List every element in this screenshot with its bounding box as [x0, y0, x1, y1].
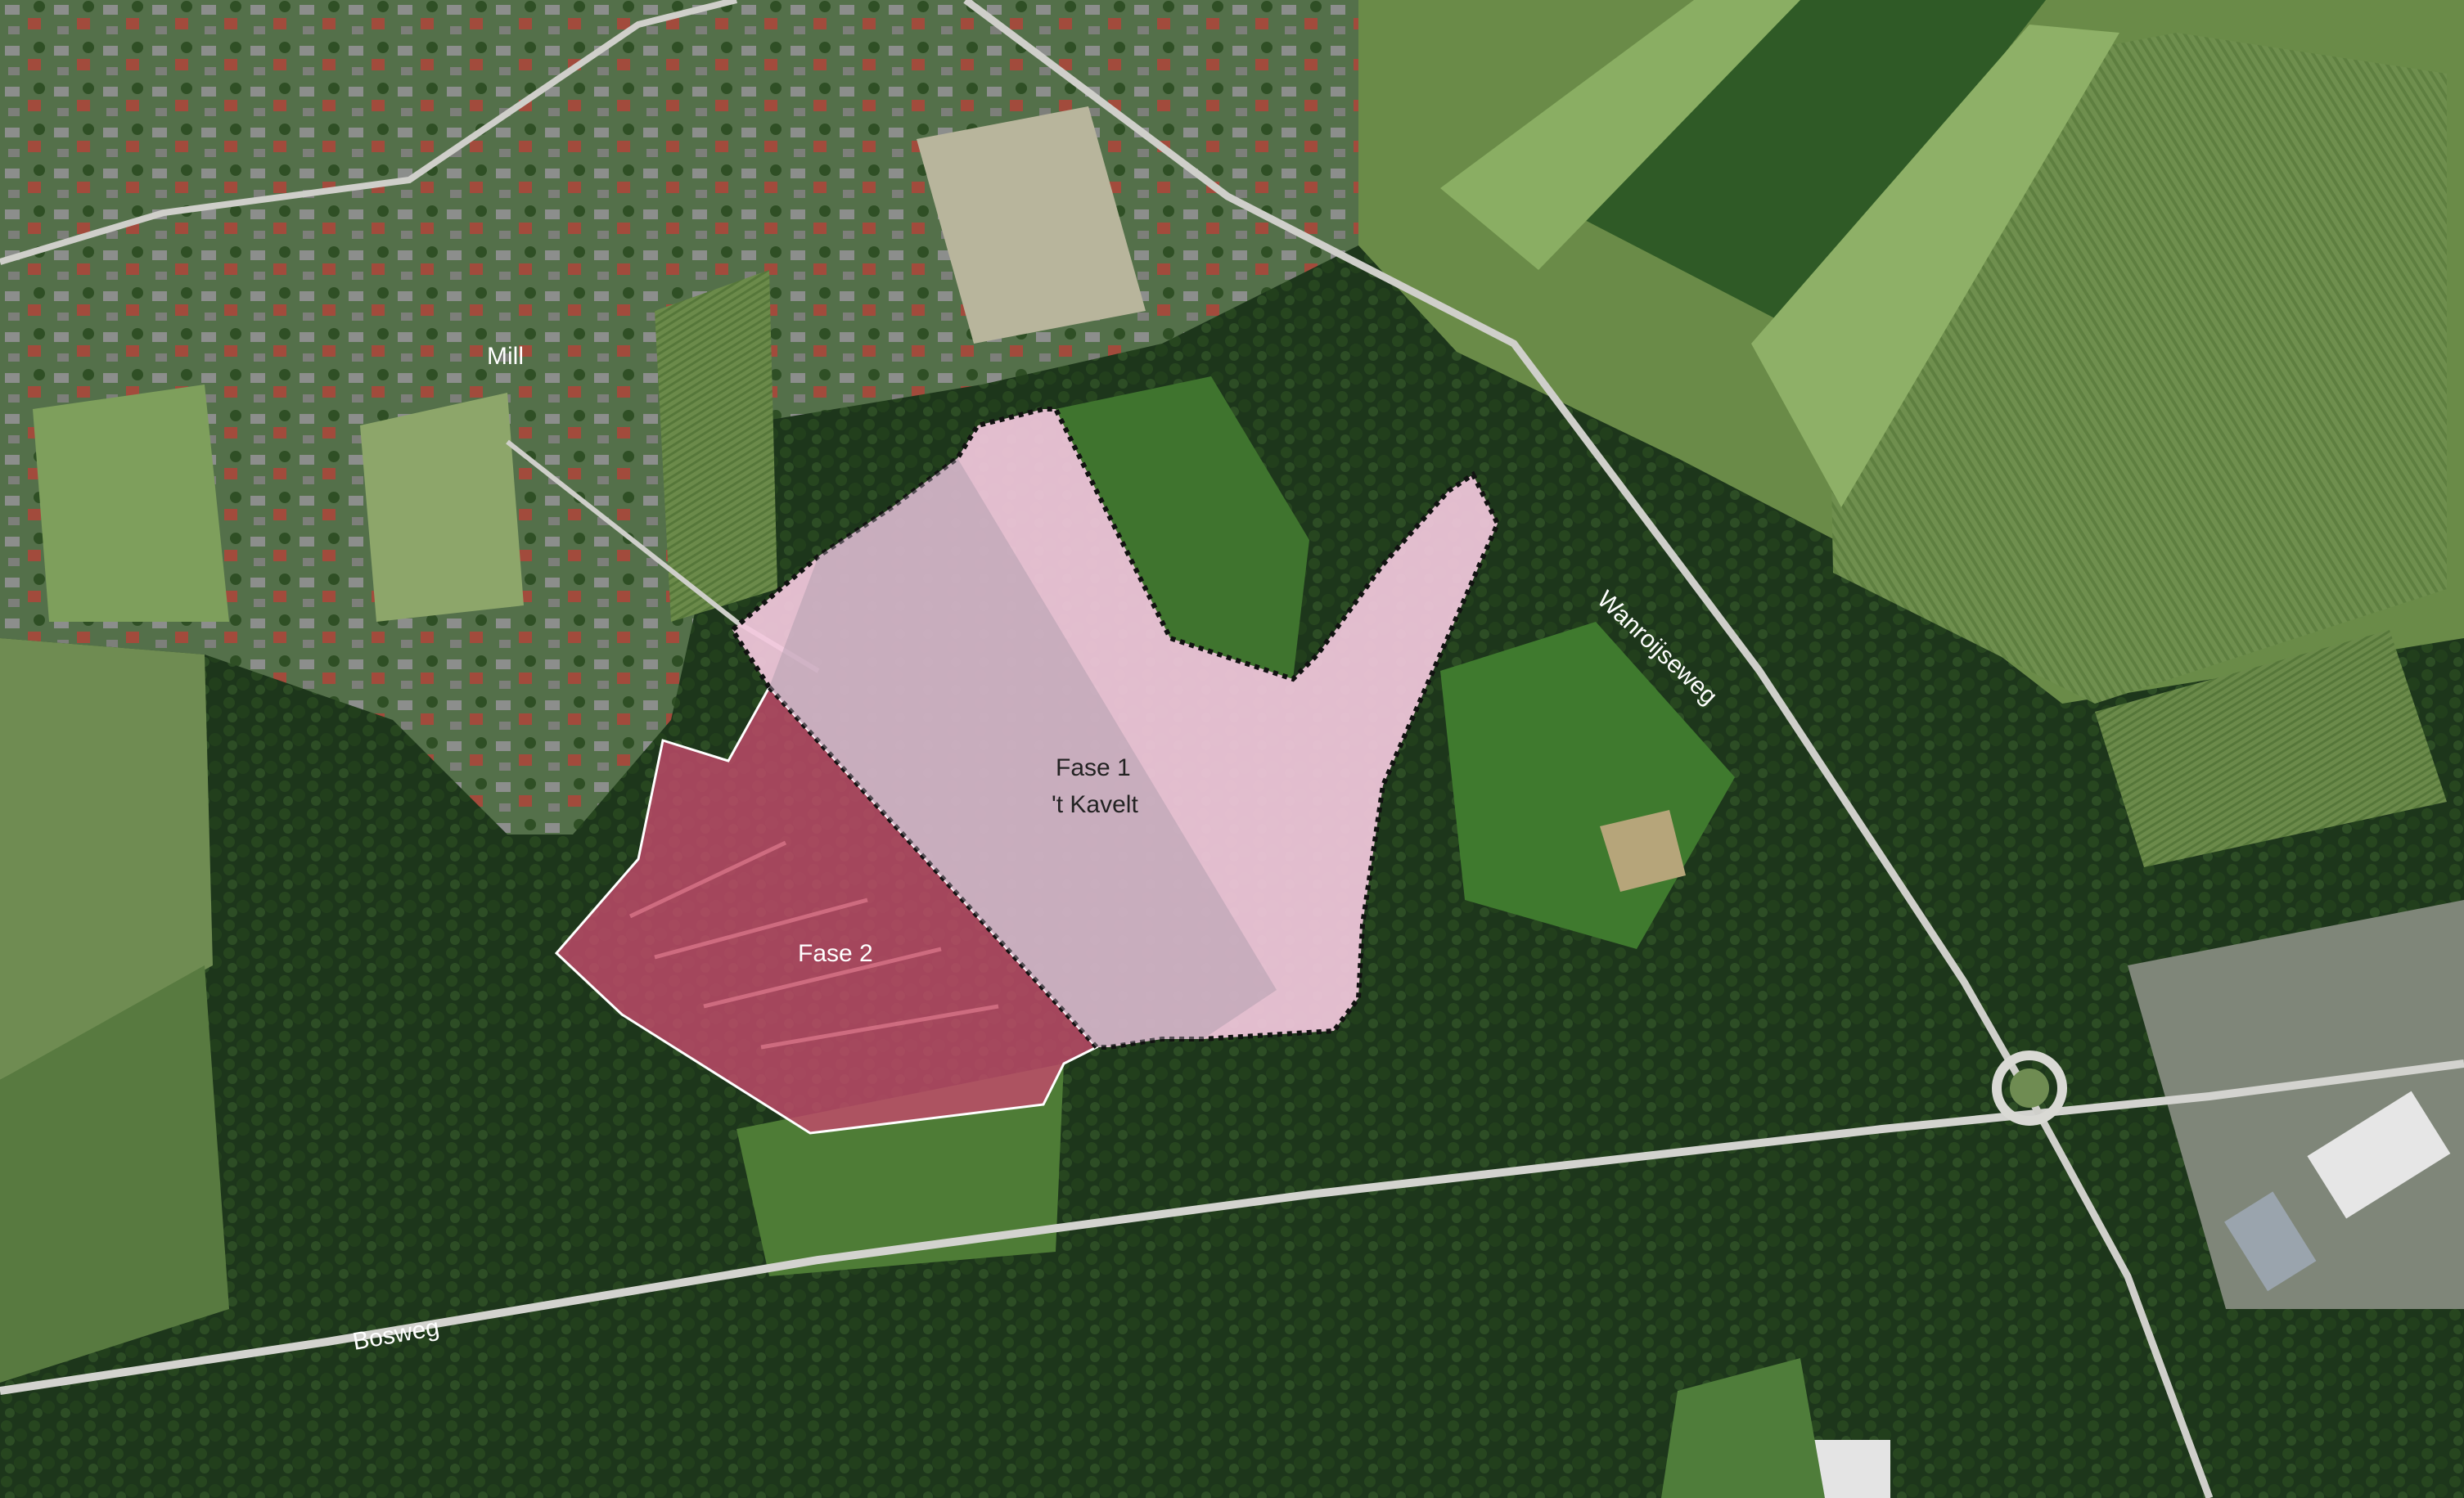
field-west-2 [0, 965, 229, 1383]
road-wanroijseweg [963, 0, 2214, 1498]
field-northwest-1 [33, 385, 229, 622]
phase-1-band [769, 458, 1277, 1047]
road-bosweg [0, 1059, 2464, 1395]
orchard-east [2095, 630, 2447, 867]
field-north-2 [360, 393, 524, 622]
road-town [0, 0, 737, 265]
label-phase-1-name: 't Kavelt [1052, 791, 1138, 818]
light-field-stripe [1440, 0, 1800, 270]
warehouse-roof [2307, 1091, 2451, 1219]
label-phase-2: Fase 2 [798, 940, 873, 967]
field-south-east [1661, 1358, 1825, 1498]
business-area-east [2128, 900, 2464, 1309]
field-center-north [1056, 376, 1309, 679]
warehouse-roof-2 [2224, 1191, 2317, 1292]
roundabout-center [2010, 1068, 2049, 1108]
light-field-stripe-2 [1751, 25, 2119, 507]
sand-patch [1600, 810, 1686, 892]
cemetery [917, 106, 1146, 344]
phase-2-tracks [628, 840, 999, 1050]
phase-1-area [729, 407, 1501, 1050]
field-north-1 [655, 270, 777, 622]
label-mill: Mill [487, 343, 524, 370]
field-west-1 [0, 638, 213, 1080]
label-phase-1: Fase 1 [1056, 754, 1131, 781]
roundabout [1992, 1050, 2067, 1126]
dark-field-stripe [1555, 0, 2046, 327]
